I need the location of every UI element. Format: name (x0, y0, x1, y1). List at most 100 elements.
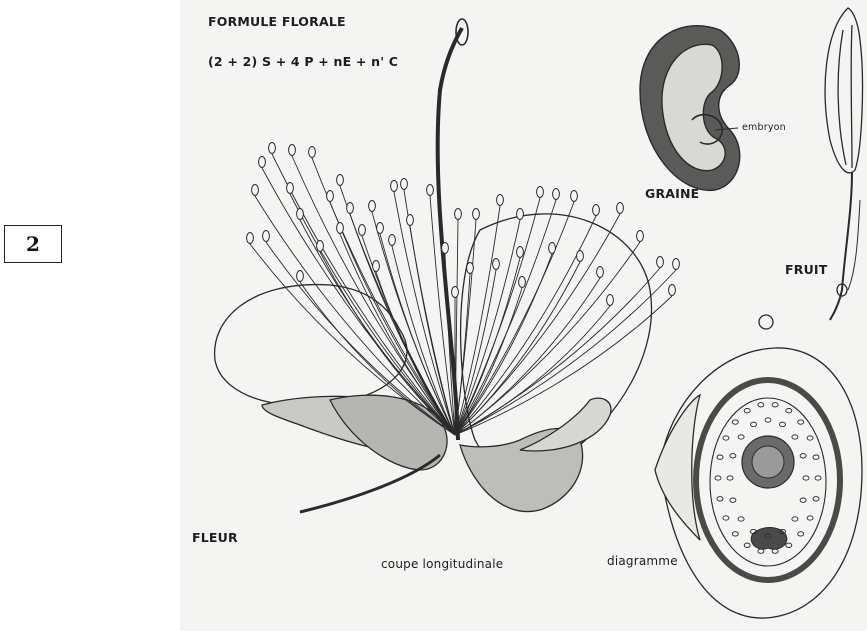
anther (247, 233, 254, 244)
stamen-section (803, 476, 809, 480)
stamen-section (738, 435, 744, 439)
stamen-section (715, 476, 721, 480)
anther (537, 187, 544, 198)
anther (297, 271, 304, 282)
anther (391, 181, 398, 192)
anther (597, 267, 604, 278)
anther (553, 189, 560, 200)
anther (407, 215, 414, 226)
anther (669, 285, 676, 296)
stamen-section (815, 476, 821, 480)
stamen-section (798, 420, 804, 424)
anther (337, 175, 344, 186)
anther (259, 157, 266, 168)
anther (401, 179, 408, 190)
anther (373, 261, 380, 272)
anther (377, 223, 384, 234)
fleur-label: FLEUR (192, 530, 238, 545)
anther (369, 201, 376, 212)
stamen-section (730, 498, 736, 502)
stamen-section (723, 516, 729, 520)
anther (317, 241, 324, 252)
fruit-label: FRUIT (785, 262, 828, 277)
stamen-section (765, 418, 771, 422)
stamen-section (717, 455, 723, 459)
lateral-sepal-left (655, 395, 700, 540)
anther (389, 235, 396, 246)
stamen-section (813, 497, 819, 501)
stamen-section (800, 498, 806, 502)
stamen-section (772, 403, 778, 407)
stamen-filament (455, 202, 574, 435)
stamen-section (813, 455, 819, 459)
anther (657, 257, 664, 268)
anther (289, 145, 296, 156)
stamen-section (744, 543, 750, 547)
anther (452, 287, 459, 298)
anther (287, 183, 294, 194)
fruit-rib-1 (838, 30, 846, 165)
anther (593, 205, 600, 216)
diagramme-label: diagramme (607, 554, 678, 568)
stamen-section (723, 436, 729, 440)
stamen-section (800, 454, 806, 458)
stamen-section (792, 435, 798, 439)
stamen-section (732, 420, 738, 424)
anther (327, 191, 334, 202)
stamen-section (732, 532, 738, 536)
stamen-section (798, 532, 804, 536)
anther (297, 209, 304, 220)
stamen-filament (455, 220, 520, 435)
anther (359, 225, 366, 236)
stamen-section (717, 497, 723, 501)
graine-label: GRAINE (645, 186, 699, 201)
coupe-label: coupe longitudinale (381, 557, 503, 571)
anther (263, 231, 270, 242)
anther (577, 251, 584, 262)
stamen-section (727, 476, 733, 480)
anther (607, 295, 614, 306)
stamen-section (751, 422, 757, 426)
stamen-section (738, 517, 744, 521)
fruit (825, 8, 862, 320)
embryon-label: embryon (742, 122, 786, 133)
gynophore (438, 28, 462, 440)
anther (549, 243, 556, 254)
anther (467, 263, 474, 274)
stamen-section (780, 422, 786, 426)
floral-formula: (2 + 2) S + 4 P + nE + n' C (208, 54, 398, 69)
anther (493, 259, 500, 270)
stamen-section (786, 409, 792, 413)
anther (673, 259, 680, 270)
flower (215, 19, 652, 512)
anther (517, 247, 524, 258)
stamen-section (792, 517, 798, 521)
stamen-filament (312, 158, 455, 435)
stamen-filament (455, 200, 556, 435)
axis-marker (759, 315, 773, 329)
stamen-section (807, 436, 813, 440)
formule-title: FORMULE FLORALE (208, 14, 346, 29)
anther (309, 147, 316, 158)
fruit-stalk (830, 172, 852, 320)
anther (473, 209, 480, 220)
ovary-core (752, 446, 784, 478)
stamen-filament (455, 270, 676, 435)
anther (637, 231, 644, 242)
anther (617, 203, 624, 214)
fruit-body (825, 8, 862, 173)
floral-diagram (655, 315, 862, 618)
anther (519, 277, 526, 288)
fruit-rib-2 (851, 25, 852, 168)
stamen-section (758, 403, 764, 407)
anther (497, 195, 504, 206)
anther (252, 185, 259, 196)
stamen-section (786, 543, 792, 547)
stamen-filament (455, 278, 600, 435)
anther (455, 209, 462, 220)
seed (640, 26, 740, 191)
anther (337, 223, 344, 234)
anther (571, 191, 578, 202)
anther (347, 203, 354, 214)
